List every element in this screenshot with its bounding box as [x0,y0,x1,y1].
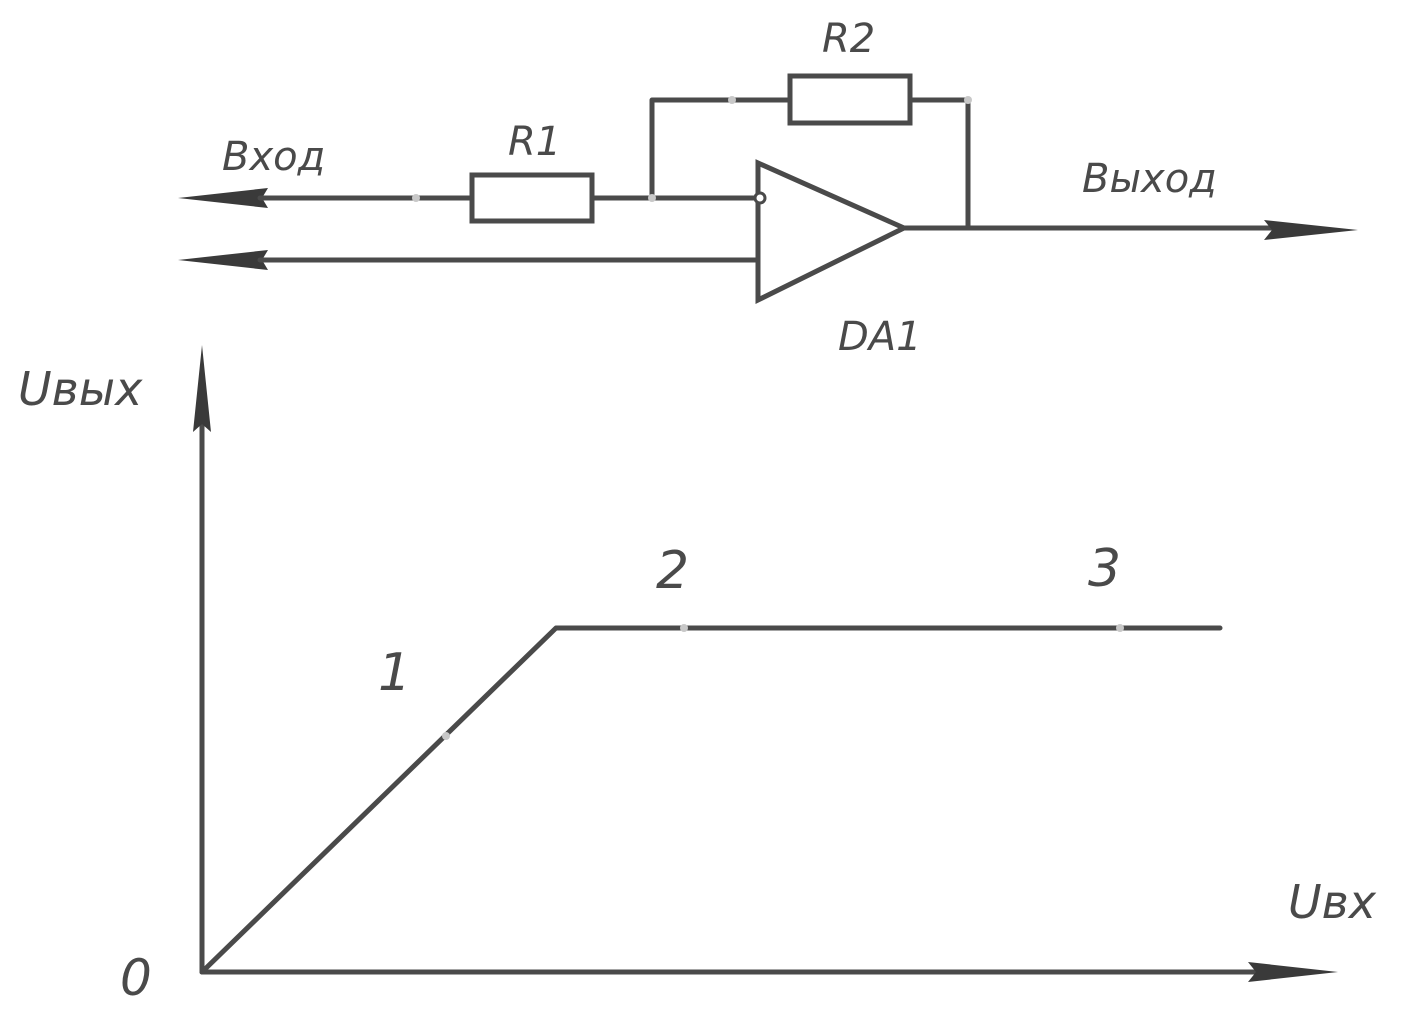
x-axis-arrow [1248,962,1338,982]
transfer-graph: Uвых Uвх 0 1 2 3 [18,345,1377,1007]
junction-dot [412,194,420,202]
resistor-r2 [787,73,913,126]
curve-point-2 [680,624,688,632]
point-label-3: 3 [1088,539,1121,599]
x-axis-label: Uвх [1288,875,1377,929]
opamp-label: DA1 [838,314,922,360]
point-label-1: 1 [378,643,411,703]
input-label: Вход [222,134,325,180]
origin-label: 0 [120,949,152,1007]
r1-label: R1 [508,119,561,165]
r2-label: R2 [822,16,875,62]
feedback-wire-left [649,97,793,201]
transfer-curve [199,625,1223,975]
output-arrow [1264,220,1358,240]
input-arrow-bottom [178,250,268,270]
y-axis-label: Uвых [18,362,143,416]
circuit-schematic: Вход R1 R2 Выход DA1 [178,16,1358,360]
curve-point-3 [1116,624,1124,632]
curve-point-1 [442,732,450,740]
output-label: Выход [1082,156,1217,202]
resistor-r1 [469,172,595,224]
input-arrow-top [178,188,268,208]
y-axis-arrow [193,345,211,432]
feedback-wire-right [907,97,971,231]
junction-dot [728,96,736,104]
opamp-dA1 [755,159,910,305]
junction-dot [648,194,656,202]
point-label-2: 2 [656,541,689,601]
junction-dot [964,96,972,104]
inverting-input-circle [753,191,767,205]
